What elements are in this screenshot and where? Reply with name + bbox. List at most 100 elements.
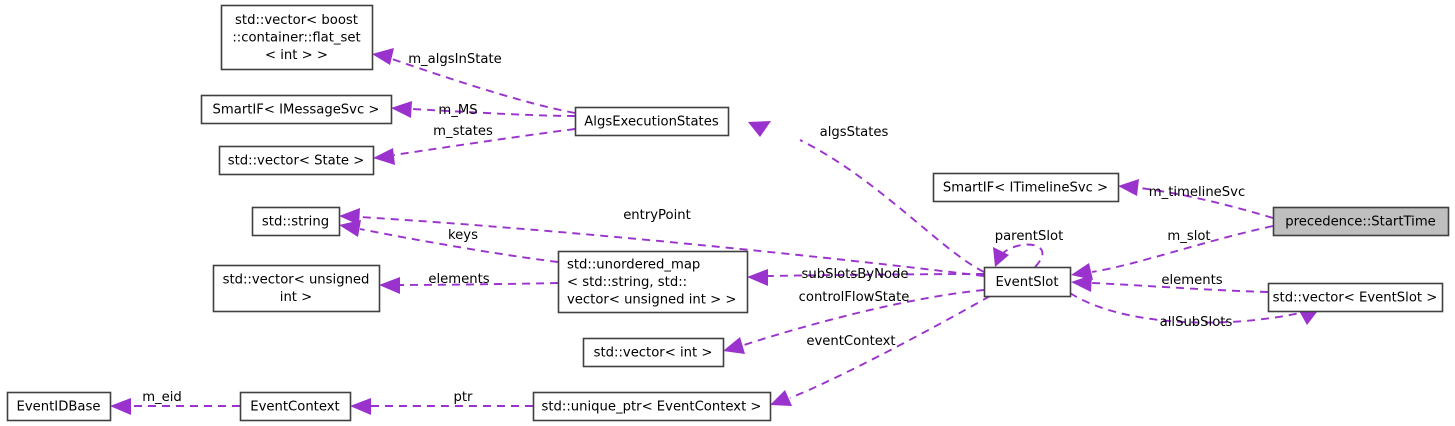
edge-arrowhead-icon <box>372 48 394 65</box>
diagram-edge <box>748 121 985 273</box>
edge-arrowhead-icon <box>993 247 1009 267</box>
node-label: < std::string, std:: <box>567 275 687 290</box>
node-box[interactable] <box>212 264 381 313</box>
node-label: SmartIF< IMessageSvc > <box>213 102 380 117</box>
node-box[interactable] <box>532 391 772 422</box>
diagram-edge <box>723 289 985 354</box>
node-box[interactable] <box>239 391 352 422</box>
node-label: EventContext <box>250 399 339 414</box>
node-box[interactable] <box>582 337 725 368</box>
edge-label: m_states <box>433 124 493 139</box>
edge-label: m_algsInState <box>408 52 502 67</box>
edge-label: m_slot <box>1167 229 1210 244</box>
diagram-node[interactable]: std::unordered_map< std::string, std::ve… <box>557 250 749 314</box>
node-box[interactable] <box>983 266 1072 298</box>
node-box[interactable] <box>557 250 749 314</box>
diagram-node[interactable]: std::vector< State > <box>218 145 375 176</box>
node-label: std::unique_ptr< EventContext > <box>541 399 761 414</box>
diagram-node[interactable]: SmartIF< IMessageSvc > <box>200 94 393 125</box>
edge-label: subSlotsByNode <box>801 267 908 282</box>
node-label: EventSlot <box>995 275 1058 290</box>
diagram-edge <box>770 295 991 406</box>
node-box[interactable] <box>574 106 730 137</box>
edge-label: m_timelineSvc <box>1149 185 1245 200</box>
diagram-edge <box>372 48 576 114</box>
diagram-node[interactable]: std::vector< boost::container::flat_set<… <box>220 4 374 71</box>
diagram-edge <box>747 269 985 286</box>
diagram-edge <box>1071 275 1269 293</box>
node-label: std::string <box>262 214 329 229</box>
diagram-node[interactable]: AlgsExecutionStates <box>574 106 730 137</box>
edge-label: allSubSlots <box>1160 315 1233 330</box>
edge-arrowhead-icon <box>723 337 745 354</box>
edge-label: m_eid <box>142 390 182 405</box>
edges-layer <box>110 48 1320 415</box>
edge-line <box>399 282 559 286</box>
edge-line <box>411 108 576 117</box>
diagram-edge <box>993 243 1044 268</box>
node-box[interactable] <box>6 391 112 422</box>
diagram-node[interactable]: std::unique_ptr< EventContext > <box>532 391 772 422</box>
diagram-edge <box>350 398 533 415</box>
node-box[interactable] <box>218 145 375 176</box>
node-label: precedence::StartTime <box>1285 214 1436 229</box>
edge-line <box>359 216 985 277</box>
edge-arrowhead-icon <box>770 390 792 406</box>
edge-arrowhead-icon <box>1071 263 1093 280</box>
node-box[interactable] <box>1272 206 1450 237</box>
edge-line <box>391 58 576 114</box>
node-label: EventIDBase <box>17 399 101 414</box>
node-box[interactable] <box>220 4 374 71</box>
node-label: std::vector< int > <box>594 345 713 360</box>
edge-arrowhead-icon <box>747 269 768 286</box>
diagram-edge <box>1118 179 1274 219</box>
diagram-node[interactable]: std::vector< int > <box>582 337 725 368</box>
node-label: std::vector< State > <box>228 153 365 168</box>
edge-arrowhead-icon <box>350 398 371 415</box>
diagram-node[interactable]: std::string <box>251 206 341 237</box>
edge-label: elements <box>1161 273 1222 288</box>
diagram-edge <box>339 208 985 277</box>
nodes-layer: std::vector< boost::container::flat_set<… <box>6 4 1450 422</box>
edge-label: entryPoint <box>623 208 691 223</box>
node-box[interactable] <box>932 172 1120 203</box>
edge-line <box>359 228 559 263</box>
edge-label: elements <box>428 272 489 287</box>
node-box[interactable] <box>1267 282 1444 313</box>
edge-arrowhead-icon <box>110 398 131 415</box>
diagram-node[interactable]: EventIDBase <box>6 391 112 422</box>
edge-label: ptr <box>454 390 474 405</box>
diagram-edge <box>379 277 559 294</box>
node-label: std::vector< unsigned <box>223 273 370 288</box>
edge-label: m_MS <box>438 103 477 118</box>
node-label: std::unordered_map <box>567 257 700 272</box>
edge-arrowhead-icon <box>1118 179 1139 196</box>
edge-arrowhead-icon <box>379 277 400 294</box>
edge-line <box>743 289 985 346</box>
edge-arrowhead-icon <box>1071 275 1092 292</box>
diagram-node[interactable]: precedence::StartTime <box>1272 206 1450 237</box>
edge-arrowhead-icon <box>748 121 771 137</box>
edge-line <box>1002 243 1044 268</box>
node-label: < int > > <box>265 48 328 63</box>
edge-line <box>789 295 991 399</box>
diagram-edge <box>339 220 559 263</box>
diagram-node[interactable]: EventContext <box>239 391 352 422</box>
diagram-node[interactable]: EventSlot <box>983 266 1072 298</box>
edge-line <box>1091 225 1274 273</box>
diagram-node[interactable]: SmartIF< ITimelineSvc > <box>932 172 1120 203</box>
diagram-node[interactable]: std::vector< EventSlot > <box>1267 282 1444 313</box>
node-label: AlgsExecutionStates <box>584 114 719 129</box>
diagram-edge <box>391 101 576 118</box>
edge-label: keys <box>448 228 478 243</box>
node-box[interactable] <box>251 206 341 237</box>
node-label: std::vector< boost <box>235 13 358 28</box>
edge-label: parentSlot <box>995 229 1064 244</box>
node-box[interactable] <box>200 94 393 125</box>
node-label: SmartIF< ITimelineSvc > <box>943 180 1108 195</box>
node-label: ::container::flat_set <box>232 30 360 45</box>
